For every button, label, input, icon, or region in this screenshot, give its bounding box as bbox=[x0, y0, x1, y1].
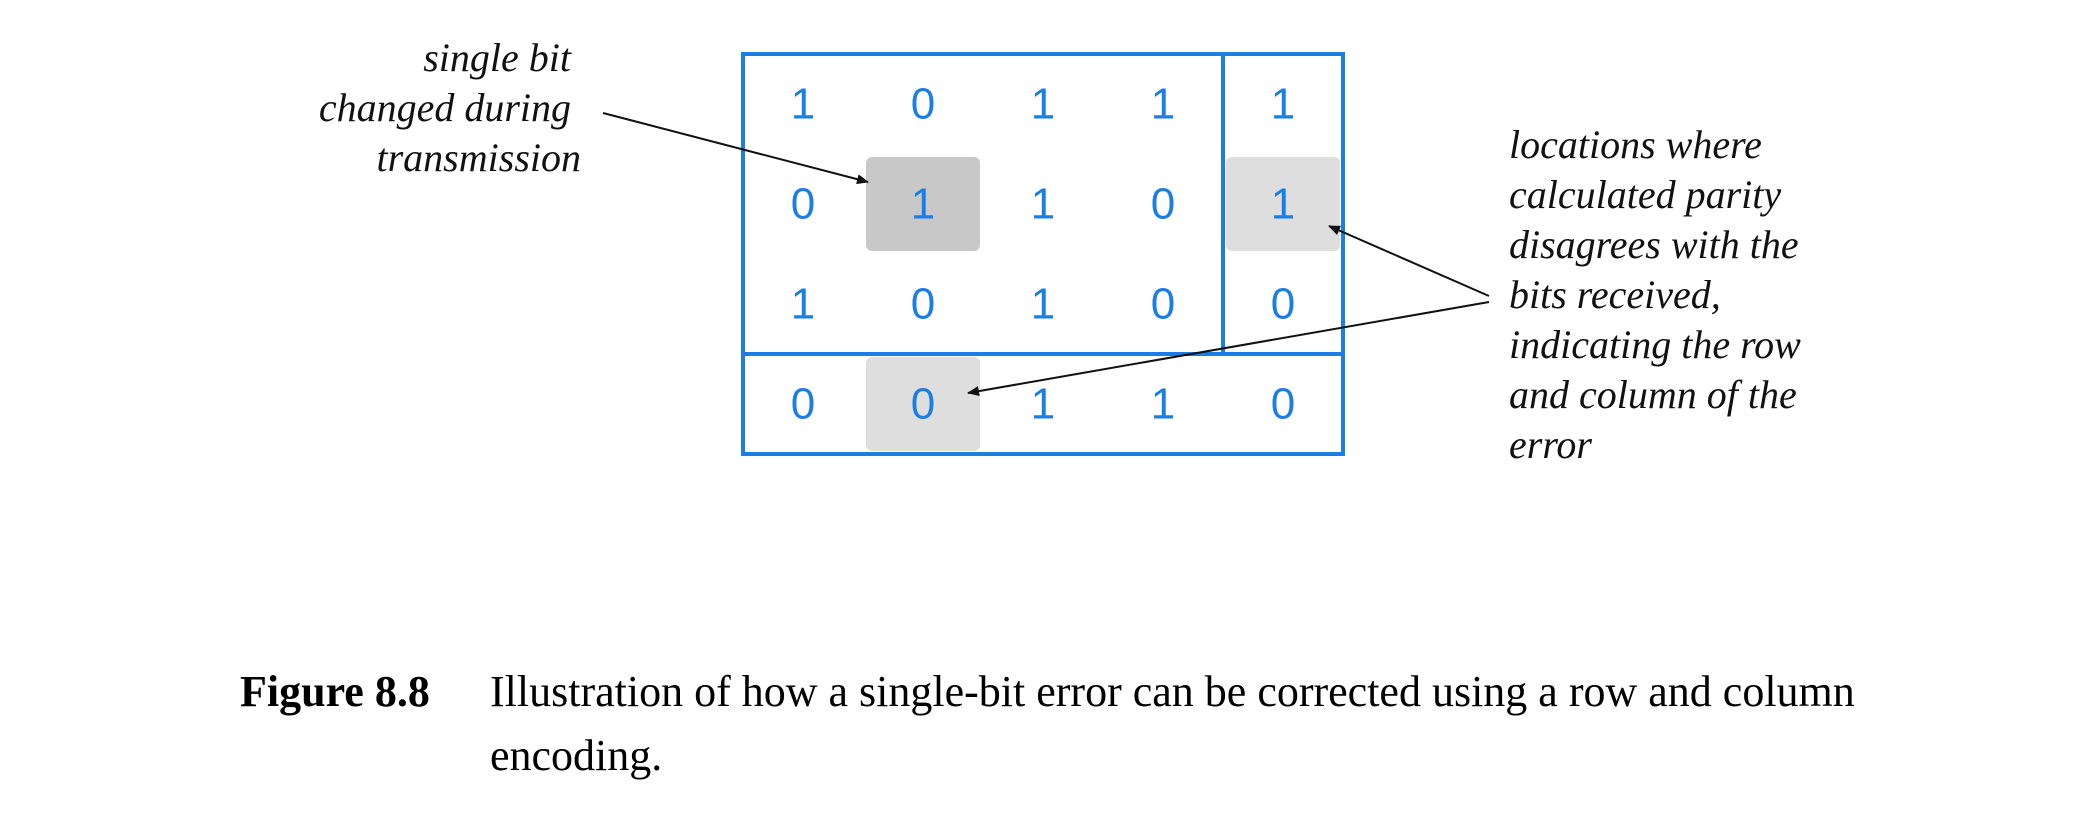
changed-bit-annotation-line: single bit bbox=[423, 35, 572, 80]
bit-cell: 1 bbox=[1151, 380, 1175, 429]
bit-cell: 0 bbox=[1271, 280, 1295, 329]
bit-cell: 0 bbox=[911, 80, 935, 129]
changed-bit-annotation-line: transmission bbox=[377, 135, 582, 180]
bit-cell: 1 bbox=[1031, 380, 1055, 429]
bit-cell: 1 bbox=[791, 80, 815, 129]
parity-mismatch-annotation-line: indicating the row bbox=[1509, 322, 1801, 367]
figure-caption-text: Illustration of how a single-bit error c… bbox=[490, 667, 1855, 780]
parity-mismatch-highlight bbox=[1226, 157, 1340, 251]
bit-cell: 0 bbox=[911, 280, 935, 329]
changed-bit-arrow bbox=[602, 112, 869, 185]
bit-cell: 0 bbox=[791, 180, 815, 229]
bit-values: 1 0 1 1 1 0 1 1 0 1 1 0 1 0 0 0 0 1 1 0 bbox=[791, 80, 1295, 429]
parity-mismatch-annotation-line: and column of the bbox=[1509, 372, 1797, 417]
bit-cell: 0 bbox=[1151, 280, 1175, 329]
bit-cell: 0 bbox=[911, 380, 935, 429]
parity-column-arrow bbox=[967, 301, 1490, 397]
bit-cell: 0 bbox=[791, 380, 815, 429]
grid-outer-border bbox=[741, 52, 1345, 456]
changed-bit-highlight bbox=[866, 157, 980, 251]
grid-lines bbox=[741, 52, 1345, 456]
bit-cell: 0 bbox=[1151, 180, 1175, 229]
parity-mismatch-annotation-line: calculated parity bbox=[1509, 172, 1781, 217]
parity-mismatch-annotation-line: locations where bbox=[1509, 122, 1762, 167]
bit-cell: 1 bbox=[1271, 80, 1295, 129]
changed-bit-annotation-line: changed during bbox=[319, 85, 571, 130]
bit-cell: 1 bbox=[1031, 80, 1055, 129]
parity-row-arrow bbox=[1328, 225, 1490, 297]
bit-cell: 1 bbox=[911, 180, 935, 229]
highlight-layer bbox=[866, 157, 1340, 451]
parity-mismatch-annotation: locations where calculated parity disagr… bbox=[1509, 122, 1811, 467]
bit-cell: 1 bbox=[1031, 280, 1055, 329]
bit-cell: 1 bbox=[1031, 180, 1055, 229]
parity-mismatch-annotation-line: bits received, bbox=[1509, 272, 1721, 317]
bit-cell: 1 bbox=[791, 280, 815, 329]
figure-label: Figure 8.8 bbox=[240, 667, 430, 716]
parity-mismatch-highlight bbox=[866, 357, 980, 451]
figure-caption: Figure 8.8 Illustration of how a single-… bbox=[240, 660, 1880, 788]
bit-cell: 1 bbox=[1271, 180, 1295, 229]
bit-cell: 1 bbox=[1151, 80, 1175, 129]
parity-mismatch-annotation-line: error bbox=[1509, 422, 1592, 467]
parity-mismatch-annotation-line: disagrees with the bbox=[1509, 222, 1799, 267]
bit-cell: 0 bbox=[1271, 380, 1295, 429]
changed-bit-annotation: single bit changed during transmission bbox=[319, 35, 581, 180]
